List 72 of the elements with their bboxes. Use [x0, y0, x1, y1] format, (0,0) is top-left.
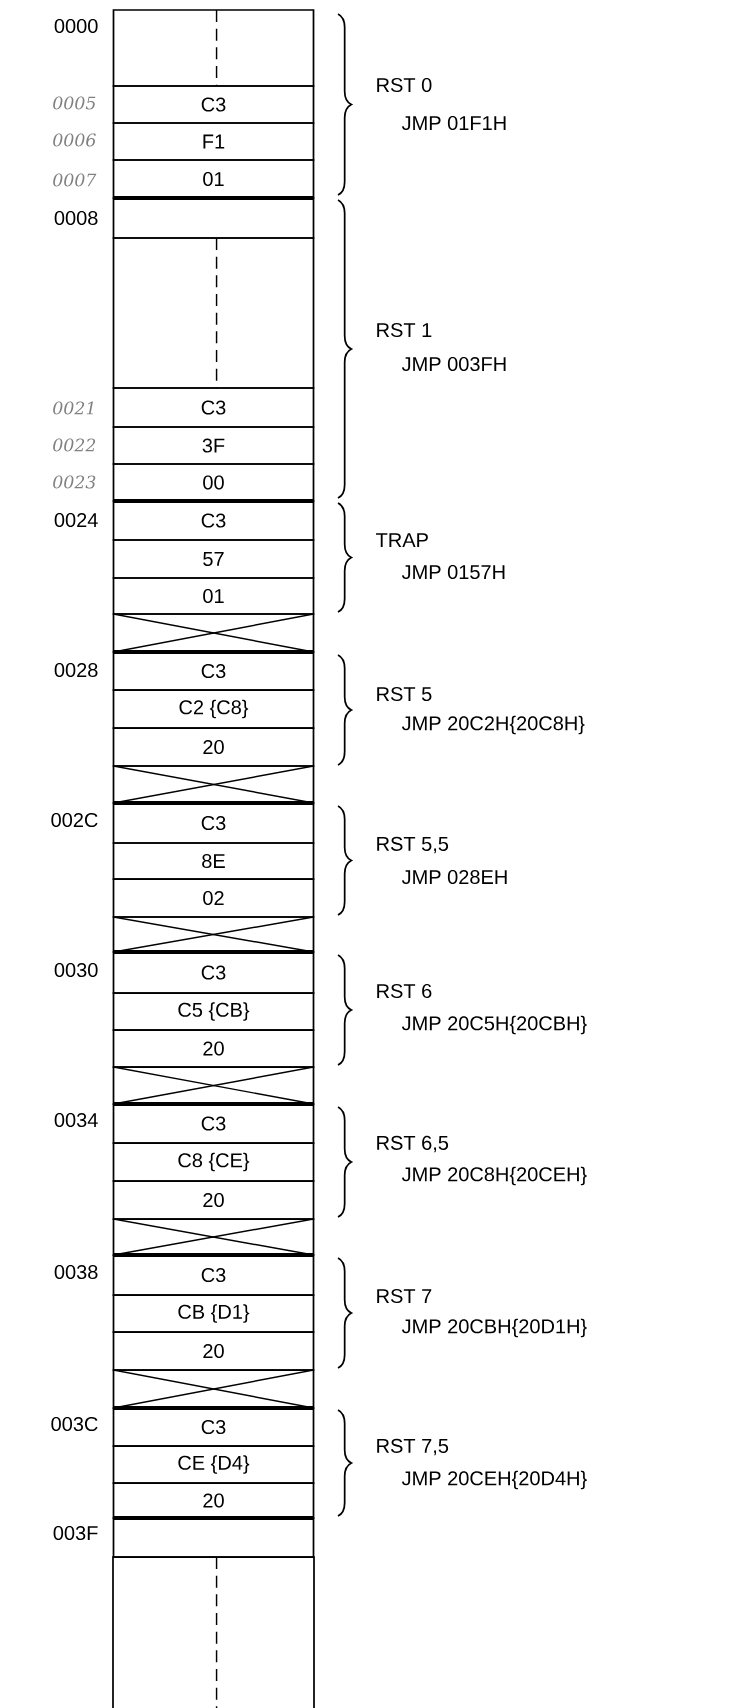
jump-instruction: JMP 20CBH{20D1H}: [401, 1318, 587, 1338]
byte-cell: 20: [112, 1180, 315, 1220]
byte-cell: 8E: [112, 842, 315, 880]
byte-cell: 20: [112, 1482, 315, 1519]
address-label: 003F: [53, 1525, 98, 1541]
handwritten-address: 0007: [53, 173, 97, 187]
byte-cell: CB {D1}: [112, 1294, 315, 1333]
handwritten-address: 0005: [53, 96, 96, 110]
interrupt-name: RST 6,5: [377, 1135, 449, 1153]
memory-cell: [215, 1557, 218, 1708]
address-label: 0008: [54, 210, 98, 226]
jump-instruction: JMP 20C5H{20CBH}: [401, 1015, 587, 1035]
address-label: 003C: [51, 1416, 98, 1432]
byte-cell: F1: [112, 122, 315, 161]
byte-cell: 00: [112, 463, 315, 502]
handwritten-address: 0021: [53, 401, 93, 415]
jump-instruction: JMP 20C8H{20CEH}: [401, 1166, 587, 1186]
byte-cell: 3F: [112, 426, 315, 465]
byte-cell: C3: [112, 802, 315, 844]
crossed-cell: [112, 765, 315, 804]
interrupt-name: TRAP: [376, 533, 428, 547]
interrupt-name: RST 7,5: [377, 1438, 449, 1456]
interrupt-name: RST 6: [377, 983, 432, 999]
byte-cell: C5 {CB}: [112, 992, 315, 1031]
interrupt-name: RST 5,5: [377, 836, 449, 854]
byte-cell: C2 {C8}: [112, 689, 315, 729]
byte-cell: 20: [112, 1331, 315, 1371]
byte-cell: CE {D4}: [112, 1445, 315, 1484]
byte-cell: C3: [112, 951, 315, 994]
byte-cell: 20: [112, 1029, 315, 1068]
address-label: 0034: [54, 1112, 98, 1128]
byte-cell: 01: [112, 159, 315, 199]
jump-instruction: JMP 20CEH{20D4H}: [401, 1470, 587, 1490]
jump-instruction: JMP 01F1H: [401, 115, 506, 131]
crossed-cell: [112, 1369, 315, 1409]
address-label: 0030: [54, 962, 98, 978]
byte-cell: C3: [112, 1254, 315, 1296]
byte-cell: C3: [112, 500, 315, 541]
byte-cell: C3: [112, 1103, 315, 1144]
handwritten-address: 0006: [53, 133, 96, 147]
memory-cell: [112, 237, 315, 389]
interrupt-name: RST 7: [377, 1288, 432, 1304]
byte-cell: 57: [112, 539, 315, 579]
byte-cell: C3: [112, 1407, 315, 1447]
handwritten-address: 0022: [53, 438, 96, 452]
jump-instruction: JMP 003FH: [401, 356, 506, 372]
interrupt-name: RST 5: [377, 686, 432, 702]
byte-cell: 02: [112, 878, 315, 918]
byte-cell: C3: [112, 85, 315, 124]
crossed-cell: [112, 613, 315, 653]
memory-cell: [112, 9, 315, 87]
byte-cell: 20: [112, 727, 315, 767]
byte-cell: C3: [112, 651, 315, 691]
byte-cell: C8 {CE}: [112, 1142, 315, 1182]
byte-cell: C3: [112, 387, 315, 428]
address-label: 0024: [54, 512, 98, 528]
memory-cell: [112, 1517, 315, 1558]
interrupt-name: RST 1: [377, 322, 432, 338]
jump-instruction: JMP 20C2H{20C8H}: [401, 715, 585, 735]
handwritten-address: 0023: [53, 475, 96, 489]
crossed-cell: [112, 1066, 315, 1105]
memory-cell: [112, 197, 315, 239]
address-label: 0038: [54, 1264, 98, 1280]
crossed-cell: [112, 1218, 315, 1256]
jump-instruction: JMP 0157H: [401, 564, 505, 580]
byte-cell: 01: [112, 577, 315, 615]
address-label: 0028: [54, 662, 98, 678]
jump-instruction: JMP 028EH: [401, 869, 507, 885]
crossed-cell: [112, 916, 315, 953]
address-label: 0000: [54, 18, 98, 34]
address-label: 002C: [51, 812, 98, 828]
interrupt-name: RST 0: [377, 77, 432, 93]
